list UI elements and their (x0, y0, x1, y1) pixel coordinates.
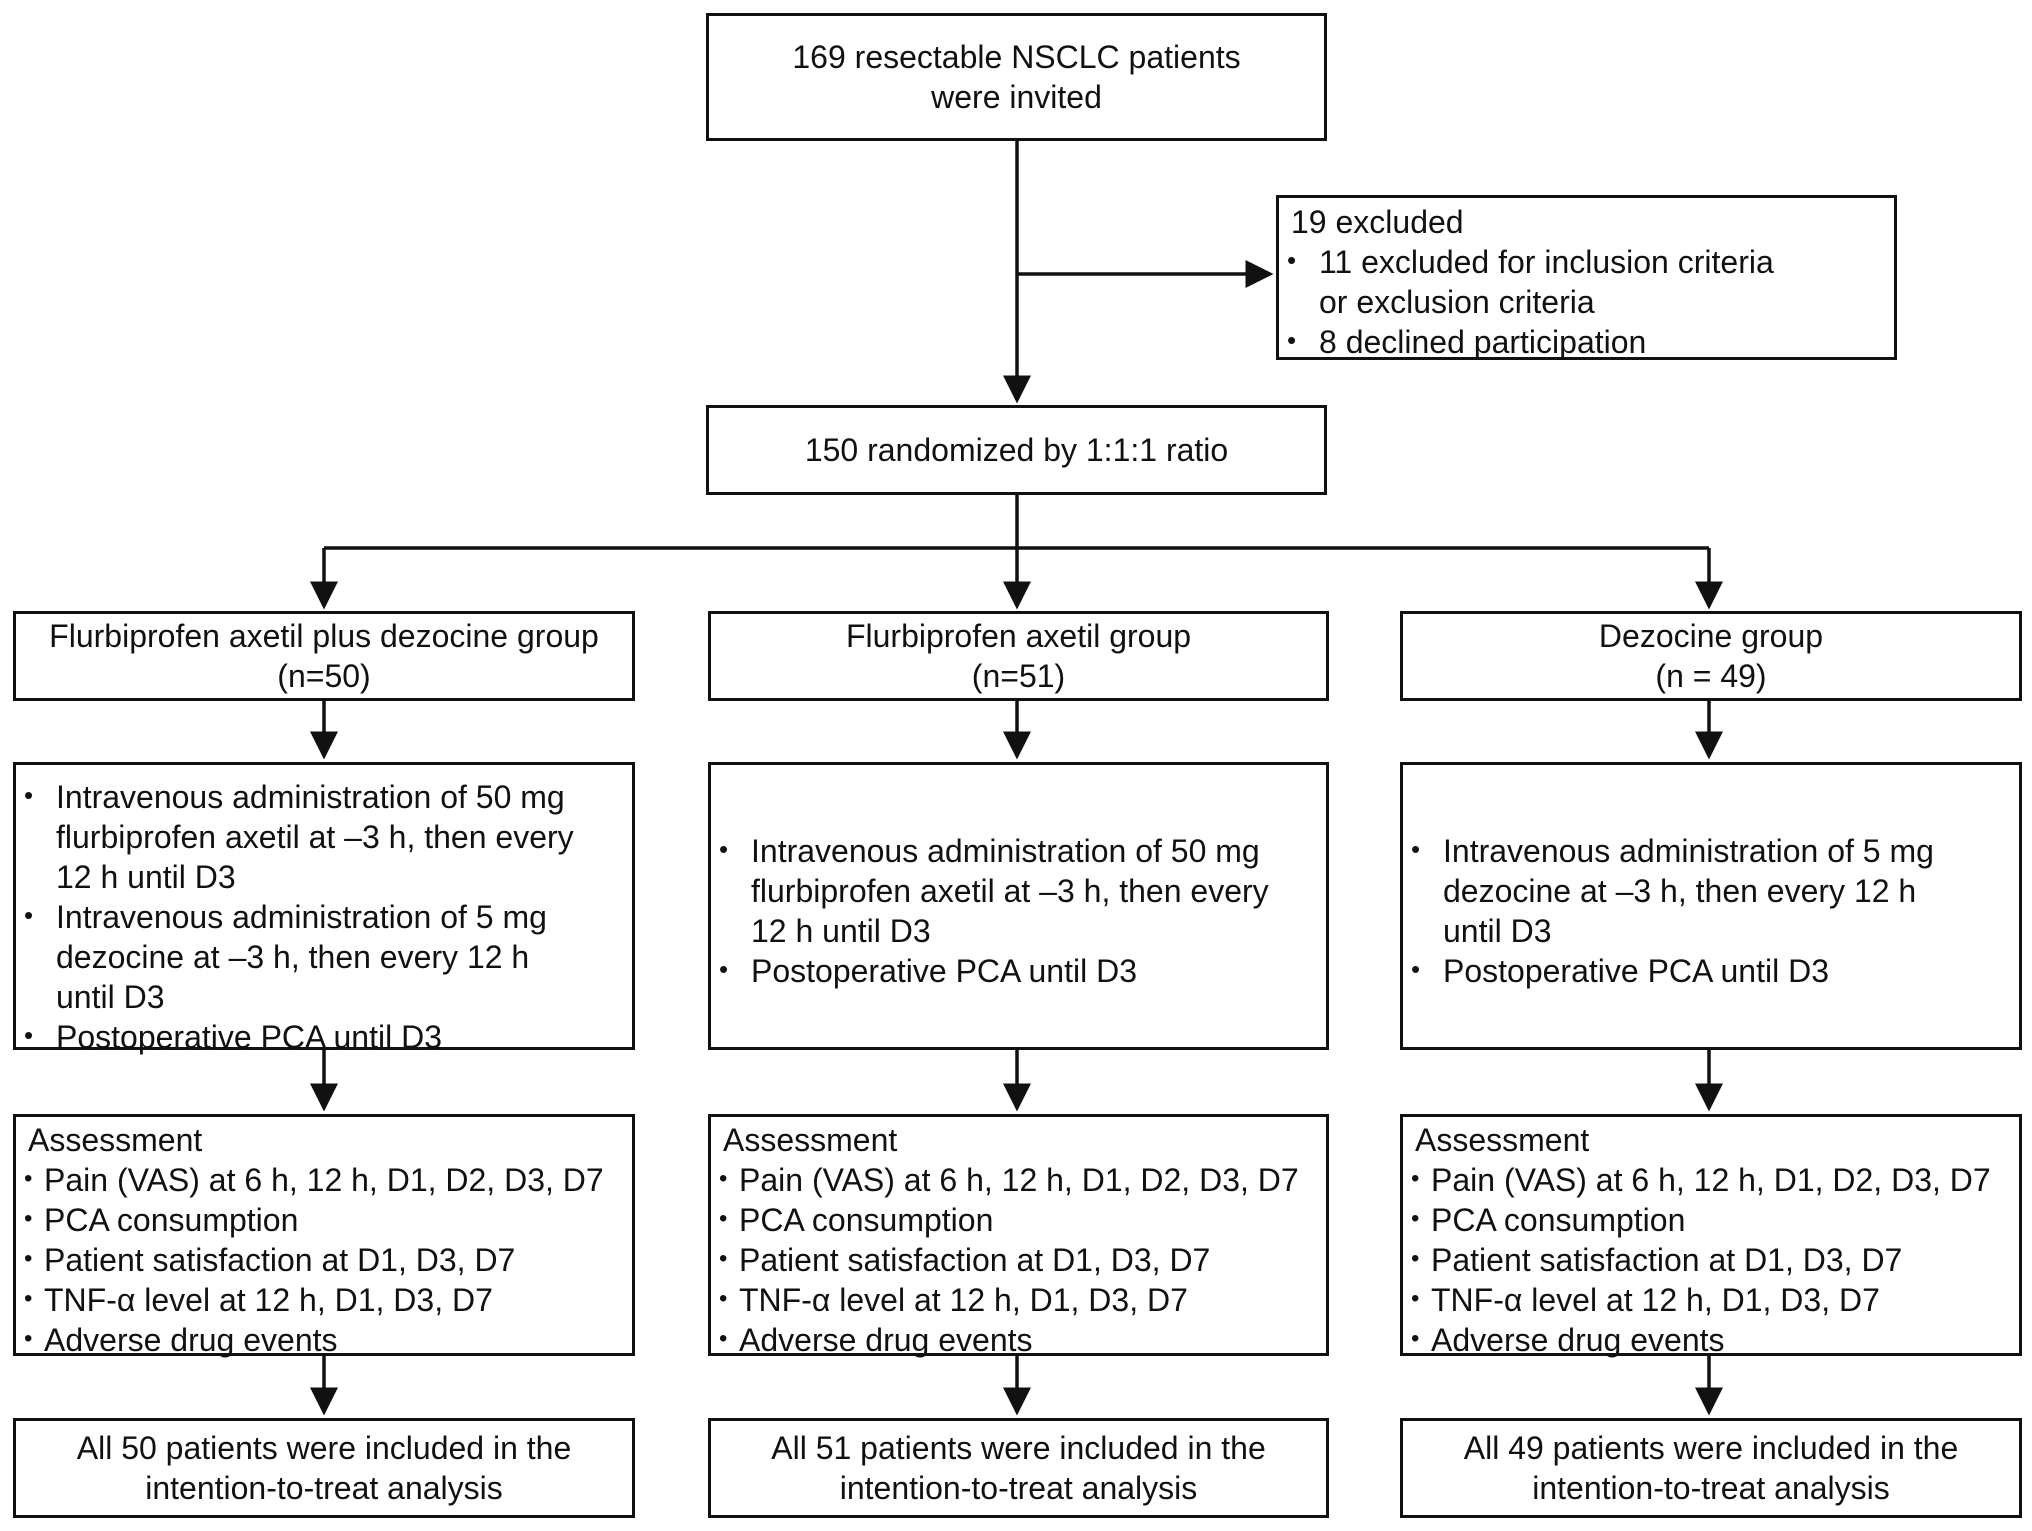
group-name: Flurbiprofen axetil group (845, 618, 1192, 654)
group-count: (n = 49) (1655, 658, 1767, 694)
assessment-item: Adverse drug events (1403, 1319, 2019, 1360)
intervention-line: Intravenous administration of 50 mg (751, 833, 1260, 869)
analysis-line-2: intention-to-treat analysis (1532, 1470, 1890, 1506)
assessment-item: Adverse drug events (16, 1319, 632, 1360)
group-box-1: Flurbiprofen axetil plus dezocine group … (13, 611, 635, 701)
assessment-item: PCA consumption (1403, 1199, 2019, 1240)
assessment-item: Pain (VAS) at 6 h, 12 h, D1, D2, D3, D7 (1403, 1159, 2019, 1200)
assessment-title: Assessment (723, 1122, 898, 1158)
exclusion-item: 11 excluded for inclusion criteria or ex… (1279, 240, 1894, 322)
assessment-list: Pain (VAS) at 6 h, 12 h, D1, D2, D3, D7 … (16, 1159, 632, 1360)
analysis-line-1: All 50 patients were included in the (76, 1430, 572, 1466)
analysis-box-1: All 50 patients were included in the int… (13, 1418, 635, 1518)
exclusion-item-line: or exclusion criteria (1319, 284, 1595, 320)
randomization-label: 150 randomized by 1:1:1 ratio (804, 432, 1229, 468)
exclusion-item-line: 8 declined participation (1319, 324, 1647, 360)
intervention-list: Intravenous administration of 5 mg dezoc… (1403, 829, 2019, 991)
group-count: (n=51) (971, 658, 1066, 694)
assessment-item: Patient satisfaction at D1, D3, D7 (711, 1239, 1326, 1280)
randomization-box: 150 randomized by 1:1:1 ratio (706, 405, 1327, 495)
intervention-line: Postoperative PCA until D3 (56, 1019, 442, 1055)
exclusion-item-line: 11 excluded for inclusion criteria (1319, 244, 1774, 280)
intervention-line: flurbiprofen axetil at –3 h, then every (56, 819, 574, 855)
assessment-box-2: Assessment Pain (VAS) at 6 h, 12 h, D1, … (708, 1114, 1329, 1359)
enrollment-box: 169 resectable NSCLC patients were invit… (706, 13, 1327, 141)
assessment-item: Pain (VAS) at 6 h, 12 h, D1, D2, D3, D7 (16, 1159, 632, 1200)
group-name: Dezocine group (1598, 618, 1824, 654)
assessment-title: Assessment (1415, 1122, 1590, 1158)
intervention-line: dezocine at –3 h, then every 12 h (56, 939, 530, 975)
group-count: (n=50) (277, 658, 371, 694)
assessment-item: PCA consumption (16, 1199, 632, 1240)
intervention-line: until D3 (56, 979, 165, 1015)
intervention-item: Postoperative PCA until D3 (711, 949, 1326, 991)
assessment-box-3: Assessment Pain (VAS) at 6 h, 12 h, D1, … (1400, 1114, 2022, 1359)
intervention-line: 12 h until D3 (751, 913, 931, 949)
enrollment-line-2: were invited (931, 79, 1102, 115)
group-box-3: Dezocine group (n = 49) (1400, 611, 2022, 701)
assessment-box-1: Assessment Pain (VAS) at 6 h, 12 h, D1, … (13, 1114, 635, 1359)
assessment-item: TNF-α level at 12 h, D1, D3, D7 (711, 1279, 1326, 1320)
analysis-box-2: All 51 patients were included in the int… (708, 1418, 1329, 1518)
analysis-line-1: All 49 patients were included in the (1463, 1430, 1959, 1466)
intervention-item: Intravenous administration of 50 mg flur… (16, 775, 632, 897)
assessment-item: TNF-α level at 12 h, D1, D3, D7 (16, 1279, 632, 1320)
intervention-line: dezocine at –3 h, then every 12 h (1443, 873, 1917, 909)
assessment-item: PCA consumption (711, 1199, 1326, 1240)
assessment-item: TNF-α level at 12 h, D1, D3, D7 (1403, 1279, 2019, 1320)
intervention-item: Intravenous administration of 5 mg dezoc… (1403, 829, 2019, 951)
intervention-line: 12 h until D3 (56, 859, 236, 895)
assessment-list: Pain (VAS) at 6 h, 12 h, D1, D2, D3, D7 … (1403, 1159, 2019, 1360)
intervention-line: Postoperative PCA until D3 (1443, 953, 1829, 989)
enrollment-line-1: 169 resectable NSCLC patients (792, 39, 1241, 75)
intervention-line: Intravenous administration of 5 mg (56, 899, 547, 935)
exclusion-title: 19 excluded (1291, 204, 1464, 240)
intervention-line: until D3 (1443, 913, 1552, 949)
intervention-line: Intravenous administration of 50 mg (56, 779, 565, 815)
assessment-list: Pain (VAS) at 6 h, 12 h, D1, D2, D3, D7 … (711, 1159, 1326, 1360)
intervention-box-2: Intravenous administration of 50 mg flur… (708, 762, 1329, 1050)
exclusion-box: 19 excluded 11 excluded for inclusion cr… (1276, 195, 1897, 360)
analysis-line-2: intention-to-treat analysis (145, 1470, 503, 1506)
intervention-line: flurbiprofen axetil at –3 h, then every (751, 873, 1269, 909)
analysis-line-2: intention-to-treat analysis (839, 1470, 1198, 1506)
intervention-line: Intravenous administration of 5 mg (1443, 833, 1934, 869)
intervention-box-3: Intravenous administration of 5 mg dezoc… (1400, 762, 2022, 1050)
assessment-item: Pain (VAS) at 6 h, 12 h, D1, D2, D3, D7 (711, 1159, 1326, 1200)
intervention-box-1: Intravenous administration of 50 mg flur… (13, 762, 635, 1055)
group-name: Flurbiprofen axetil plus dezocine group (49, 618, 599, 654)
analysis-box-3: All 49 patients were included in the int… (1400, 1418, 2022, 1518)
assessment-item: Patient satisfaction at D1, D3, D7 (16, 1239, 632, 1280)
intervention-item: Postoperative PCA until D3 (1403, 949, 2019, 991)
exclusion-item: 8 declined participation (1279, 320, 1894, 362)
assessment-title: Assessment (28, 1122, 203, 1158)
assessment-item: Patient satisfaction at D1, D3, D7 (1403, 1239, 2019, 1280)
exclusion-list: 11 excluded for inclusion criteria or ex… (1279, 240, 1894, 362)
intervention-list: Intravenous administration of 50 mg flur… (16, 775, 632, 1057)
intervention-line: Postoperative PCA until D3 (751, 953, 1137, 989)
intervention-list: Intravenous administration of 50 mg flur… (711, 829, 1326, 991)
assessment-item: Adverse drug events (711, 1319, 1326, 1360)
intervention-item: Postoperative PCA until D3 (16, 1015, 632, 1057)
intervention-item: Intravenous administration of 5 mg dezoc… (16, 895, 632, 1017)
intervention-item: Intravenous administration of 50 mg flur… (711, 829, 1326, 951)
analysis-line-1: All 51 patients were included in the (771, 1430, 1266, 1466)
group-box-2: Flurbiprofen axetil group (n=51) (708, 611, 1329, 701)
